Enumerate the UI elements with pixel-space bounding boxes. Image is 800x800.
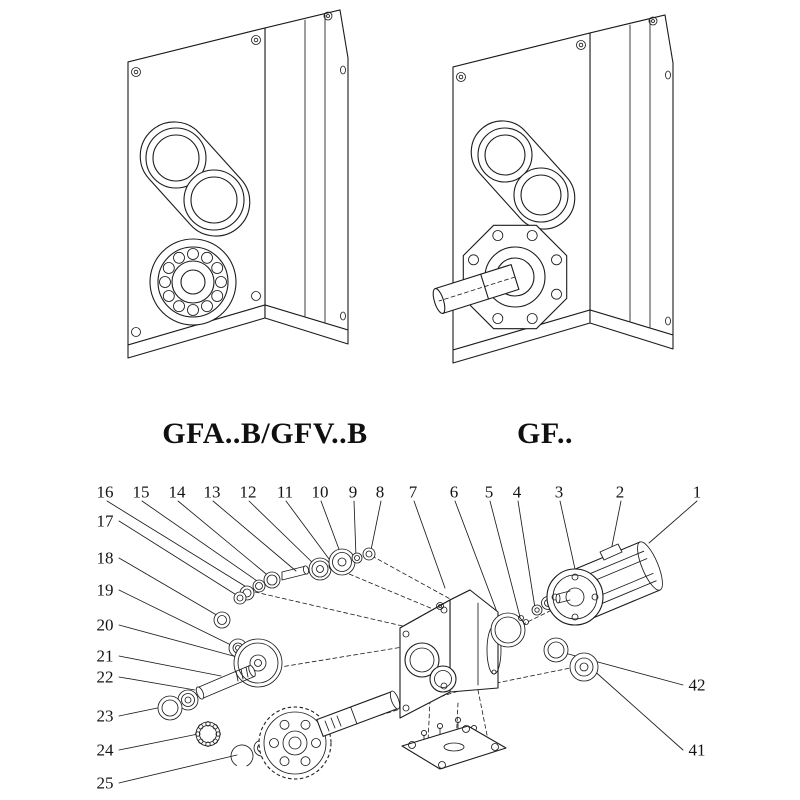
part-number-2: 2 [615,482,625,502]
part-number-23: 23 [96,706,114,726]
caption-right-model: GF.. [517,417,573,450]
part-number-17: 17 [96,511,114,531]
base-cover-plate [401,716,507,770]
part-number-3: 3 [554,482,564,502]
part-number-10: 10 [311,482,329,502]
output-side-rings [543,637,599,682]
part-number-5: 5 [484,482,494,502]
part-number-7: 7 [408,482,418,502]
part-number-1: 1 [692,482,702,502]
part-number-9: 9 [348,482,358,502]
leader-lines [106,500,698,784]
part-number-19: 19 [96,580,114,600]
part-number-20: 20 [96,615,114,635]
part-number-25: 25 [96,773,114,793]
output-gear-assembly [258,690,401,780]
motor-side-fasteners [490,596,555,648]
part-number-12: 12 [239,482,257,502]
part-number-14: 14 [168,482,186,502]
gearbox-drawing-gfab [127,9,349,359]
part-number-16: 16 [96,482,114,502]
part-number-13: 13 [203,482,221,502]
intermediate-shaft-parts [157,591,283,768]
part-number-11: 11 [276,482,294,502]
caption-left-model: GFA..B/GFV..B [162,417,368,450]
gearbox-drawing-gf [432,14,674,364]
input-shaft-parts [239,547,376,601]
part-number-8: 8 [375,482,385,502]
part-number-4: 4 [512,482,522,502]
part-number-21: 21 [96,646,114,666]
part-number-42: 42 [688,675,706,695]
motor [546,541,663,626]
exploded-parts-diagram [106,500,698,784]
part-number-41: 41 [688,740,706,760]
part-number-18: 18 [96,548,114,568]
part-number-6: 6 [449,482,459,502]
part-number-15: 15 [132,482,150,502]
part-number-24: 24 [96,740,114,760]
part-number-22: 22 [96,667,114,687]
exploded-housing [399,589,502,719]
